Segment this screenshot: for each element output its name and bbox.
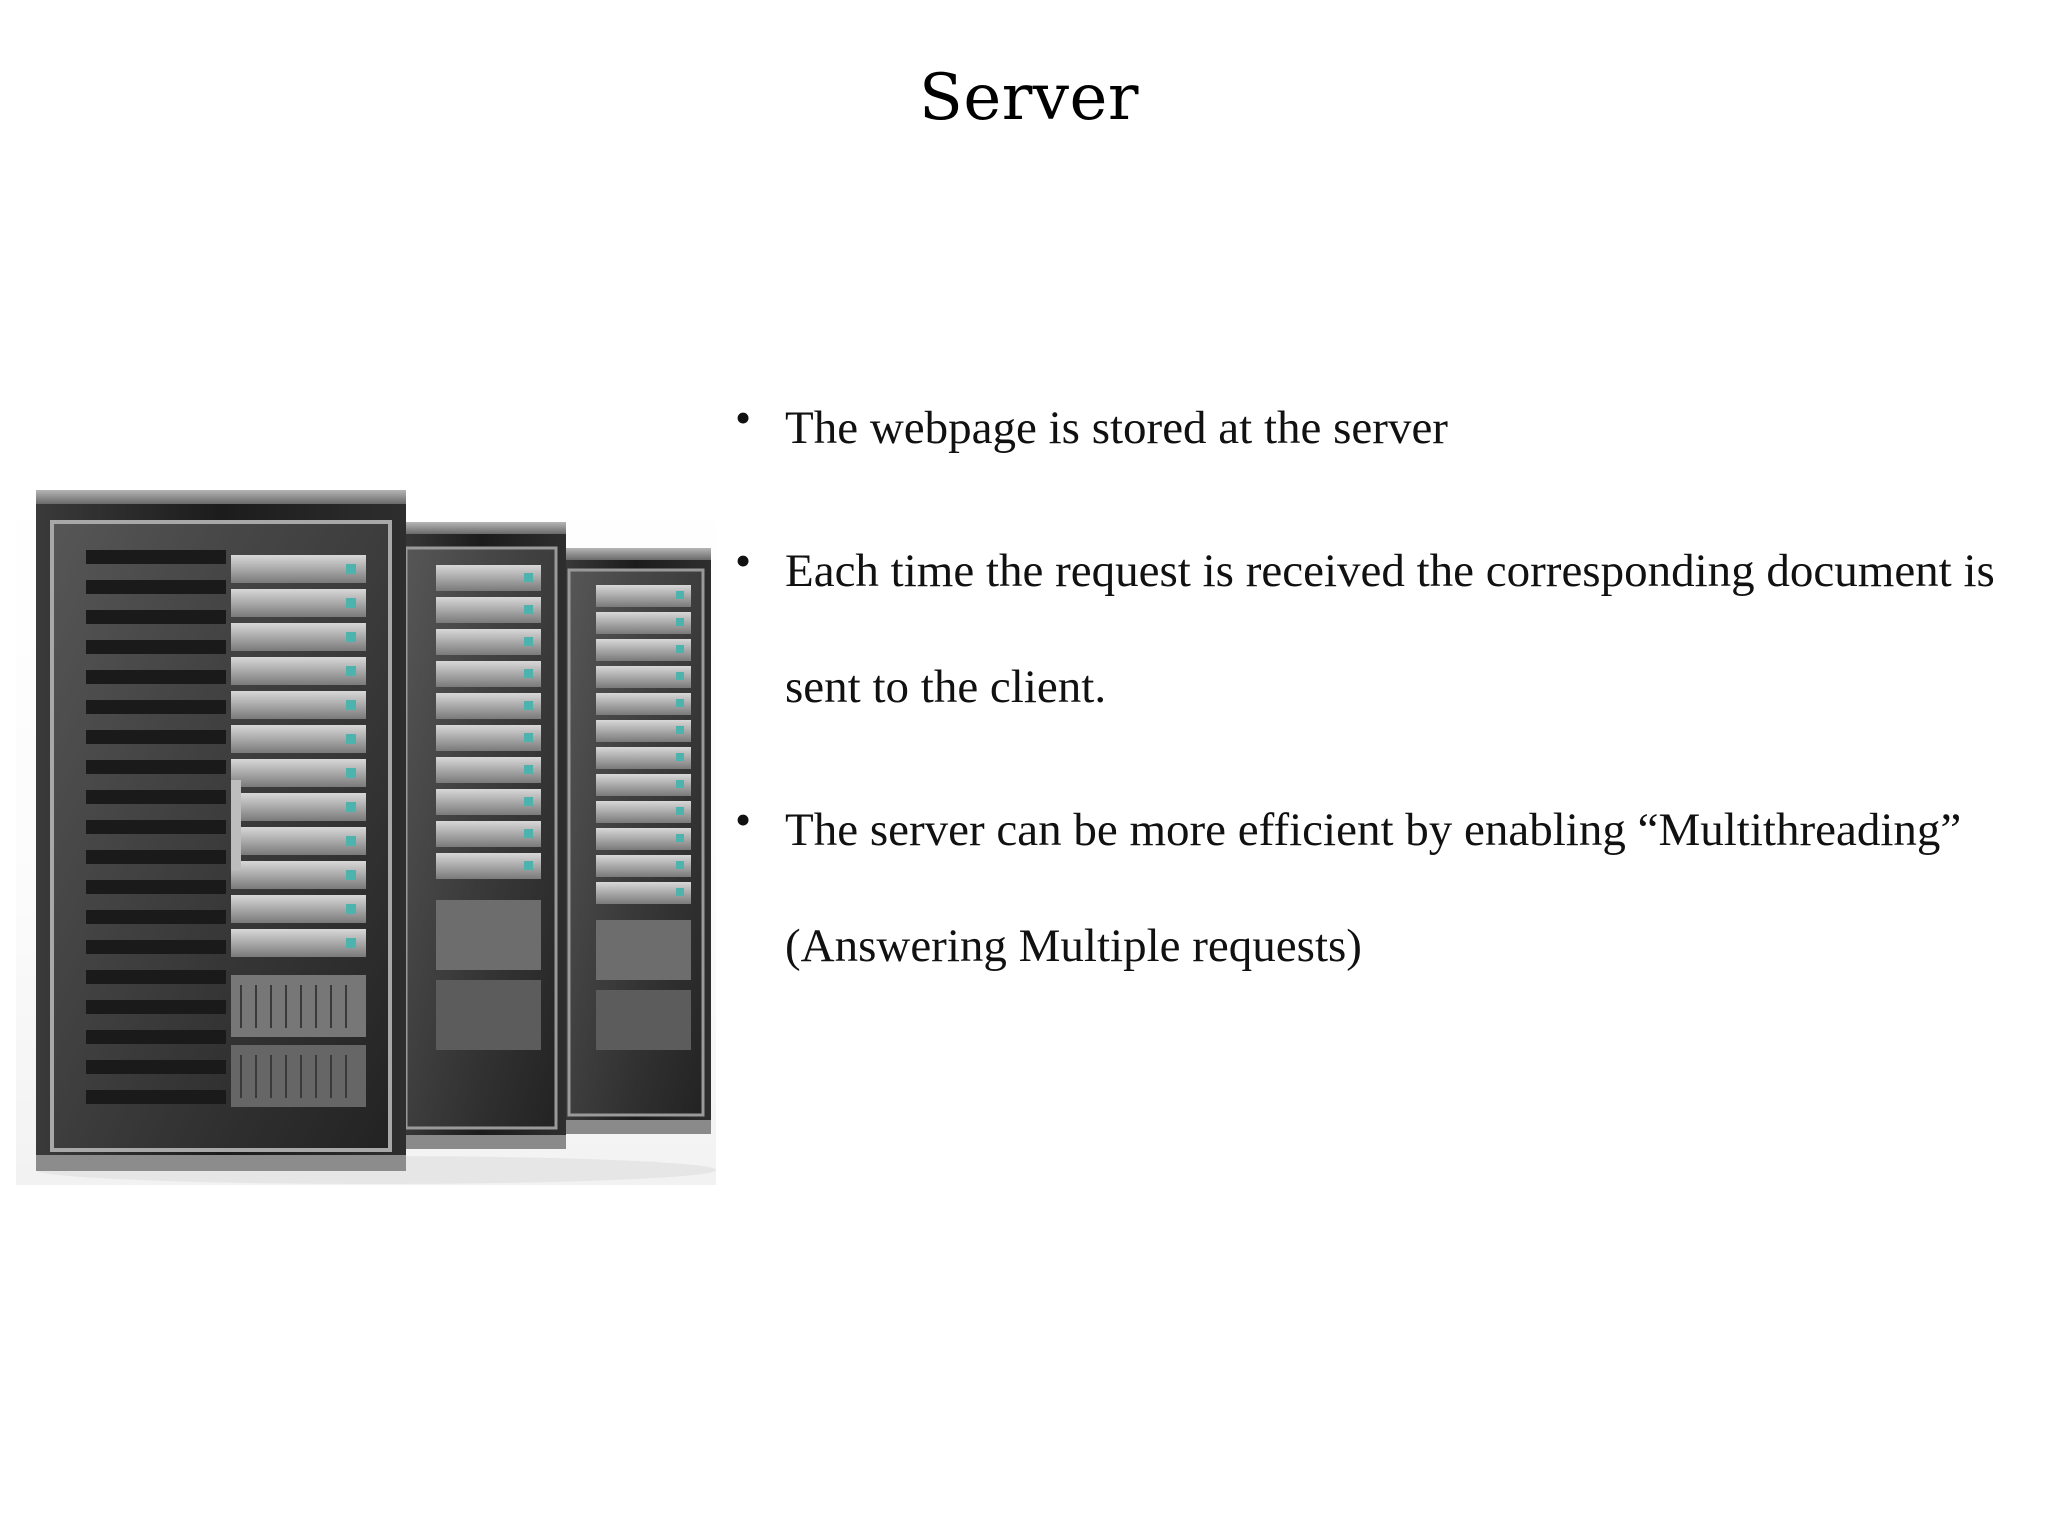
bullet-text: The server can be more efficient by enab… xyxy=(785,804,1962,972)
bullet-item: • Each time the request is received the … xyxy=(735,513,2025,745)
bullet-dot-icon: • xyxy=(735,794,752,845)
bullet-item: • The webpage is stored at the server xyxy=(735,370,2025,486)
server-rack-image xyxy=(16,480,716,1185)
bullet-text: The webpage is stored at the server xyxy=(785,402,1448,454)
bullet-dot-icon: • xyxy=(735,535,752,586)
bullet-text: Each time the request is received the co… xyxy=(785,545,1995,713)
bullet-list: • The webpage is stored at the server • … xyxy=(735,370,2025,1031)
slide-title: Server xyxy=(919,61,1139,135)
bullet-dot-icon: • xyxy=(735,392,752,443)
bullet-item: • The server can be more efficient by en… xyxy=(735,772,2025,1004)
server-rack-icon xyxy=(36,490,716,1184)
